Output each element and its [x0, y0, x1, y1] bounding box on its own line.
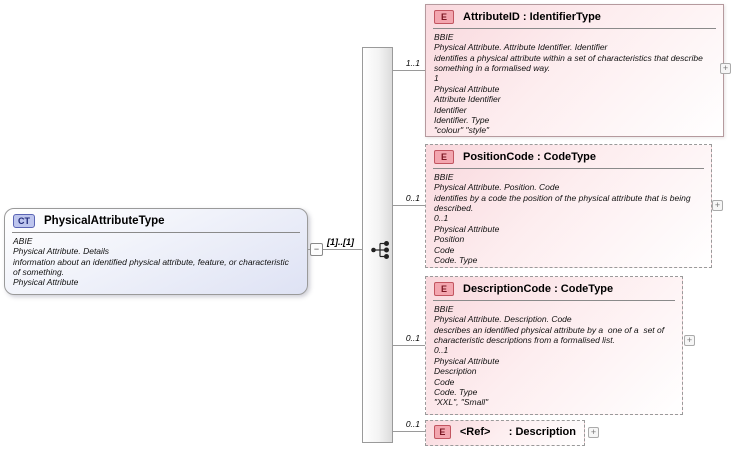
cardinality-attributeid: 1..1 — [405, 58, 420, 68]
element-annotation: BBIE Physical Attribute. Position. Code … — [434, 172, 691, 265]
collapse-button[interactable]: − — [310, 243, 323, 256]
expand-button-attributeid[interactable]: + — [720, 63, 731, 74]
element-header: E <Ref> : Description — [426, 421, 584, 442]
cardinality-positioncode: 0..1 — [405, 193, 420, 203]
header-separator — [433, 28, 716, 29]
header-separator — [433, 168, 704, 169]
connector-line-attributeid — [393, 70, 425, 71]
connector-line-root — [308, 249, 362, 250]
element-box-ref-description[interactable]: E <Ref> : Description — [425, 420, 585, 446]
complextype-title: PhysicalAttributeType — [44, 215, 165, 227]
element-title: DescriptionCode : CodeType — [463, 283, 614, 295]
header-separator — [12, 232, 300, 233]
element-title: PositionCode : CodeType — [463, 151, 597, 163]
element-annotation: BBIE Physical Attribute. Attribute Ident… — [434, 32, 703, 136]
expand-button-ref[interactable]: + — [588, 427, 599, 438]
element-header: E AttributeID : IdentifierType — [426, 5, 723, 27]
complextype-badge-icon: CT — [13, 214, 35, 228]
element-box-attributeid[interactable]: E AttributeID : IdentifierType BBIE Phys… — [425, 4, 724, 137]
element-header: E DescriptionCode : CodeType — [426, 277, 682, 299]
element-box-descriptioncode[interactable]: E DescriptionCode : CodeType BBIE Physic… — [425, 276, 683, 415]
header-separator — [433, 300, 675, 301]
connector-line-positioncode — [393, 205, 425, 206]
element-box-positioncode[interactable]: E PositionCode : CodeType BBIE Physical … — [425, 144, 712, 268]
complextype-header: CT PhysicalAttributeType — [5, 209, 307, 231]
expand-button-descriptioncode[interactable]: + — [684, 335, 695, 346]
element-title: AttributeID : IdentifierType — [463, 11, 601, 23]
root-cardinality-label: [1]..[1] — [327, 237, 354, 247]
expand-button-positioncode[interactable]: + — [712, 200, 723, 211]
cardinality-ref: 0..1 — [405, 419, 420, 429]
element-title: <Ref> : Description — [459, 426, 576, 438]
connector-line-descriptioncode — [393, 345, 425, 346]
complextype-box-physicalattributetype[interactable]: CT PhysicalAttributeType ABIE Physical A… — [4, 208, 308, 295]
element-annotation: BBIE Physical Attribute. Description. Co… — [434, 304, 665, 408]
cardinality-descriptioncode: 0..1 — [405, 333, 420, 343]
element-header: E PositionCode : CodeType — [426, 145, 711, 167]
element-badge-icon: E — [434, 10, 454, 24]
element-badge-icon: E — [434, 425, 451, 439]
element-badge-icon: E — [434, 282, 454, 296]
connector-line-ref — [393, 431, 425, 432]
element-badge-icon: E — [434, 150, 454, 164]
complextype-annotation: ABIE Physical Attribute. Details informa… — [13, 236, 289, 288]
sequence-icon — [371, 241, 389, 259]
